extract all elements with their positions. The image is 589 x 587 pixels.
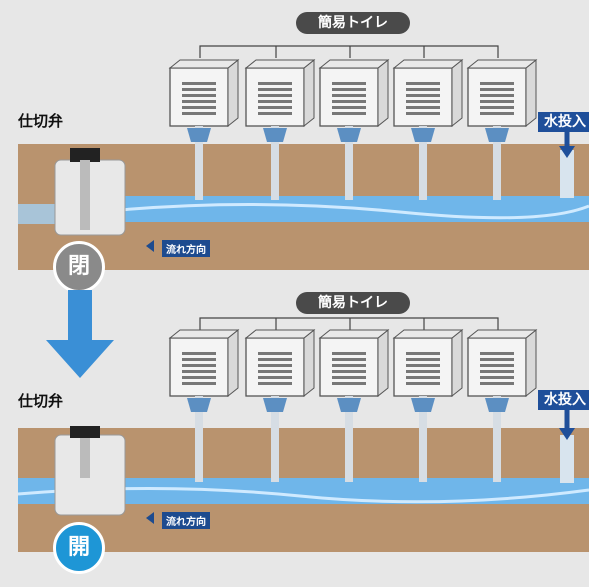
valve-label: 仕切弁: [18, 392, 64, 410]
water-input-label: 水投入: [538, 390, 589, 410]
flow-direction-label: 流れ方向: [162, 512, 210, 529]
portable-toilet: [318, 58, 390, 200]
flow-direction-label: 流れ方向: [162, 240, 210, 257]
portable-toilet: [318, 328, 390, 482]
water-inlet-arrow-icon: [559, 146, 575, 158]
panel-closed: 簡易トイレ 仕切弁 水投入 流れ方向 閉: [0, 0, 589, 293]
valve-cap: [70, 426, 100, 438]
portable-toilet: [466, 58, 538, 200]
valve-cap: [70, 148, 100, 162]
panel-open-graphic: [17, 317, 589, 552]
water-inlet-arrow-icon: [559, 428, 575, 440]
panel-closed-graphic: [18, 45, 589, 270]
panel-open: 簡易トイレ 仕切弁 水投入 流れ方向 開: [0, 290, 589, 574]
portable-toilet: [392, 58, 464, 200]
portable-toilet: [392, 328, 464, 482]
portable-toilet: [244, 328, 316, 482]
valve-state-badge: 閉: [53, 241, 105, 293]
flow-arrow-icon: [146, 240, 154, 252]
transition-arrow-icon: [46, 290, 114, 378]
portable-toilet: [168, 328, 240, 482]
toilet-label: 簡易トイレ: [296, 12, 410, 34]
water-input-label: 水投入: [538, 112, 589, 132]
toilet-label: 簡易トイレ: [296, 292, 410, 314]
portable-toilet: [466, 328, 538, 482]
portable-toilet: [244, 58, 316, 200]
flow-arrow-icon: [146, 512, 154, 524]
portable-toilet: [168, 58, 240, 200]
valve-state-badge: 開: [53, 522, 105, 574]
valve-label: 仕切弁: [18, 112, 64, 130]
